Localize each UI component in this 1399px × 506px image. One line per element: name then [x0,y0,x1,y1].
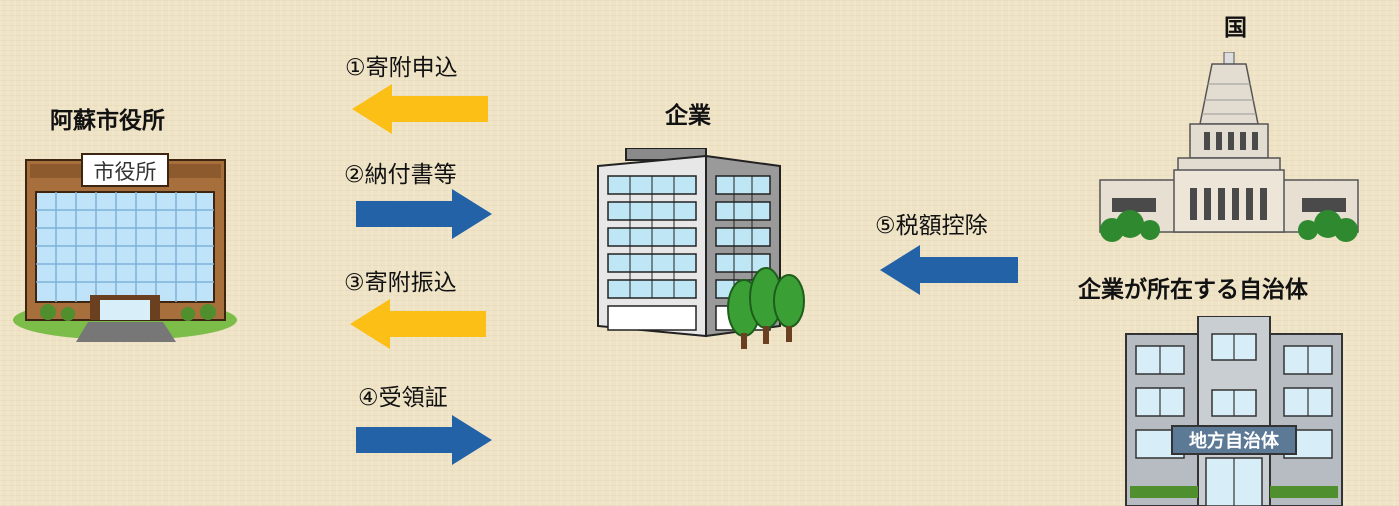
local-gov-sign: 地方自治体 [1189,430,1280,452]
country-label: 国 [1224,15,1247,41]
step-1-label: ①寄附申込 [345,55,458,81]
local-gov-label: 企業が所在する自治体 [1078,277,1308,303]
arrow-right-icon [356,415,492,465]
company-label: 企業 [665,103,711,129]
local-government-building-icon: 地方自治体 [1118,316,1350,506]
step-3-label: ③寄附振込 [344,270,457,296]
national-diet-building-icon [1094,52,1364,242]
arrow-left-icon [352,84,488,134]
arrow-left-icon [350,299,486,349]
step-2-label: ②納付書等 [344,162,457,188]
city-hall-sign: 市役所 [94,160,157,184]
arrow-right-icon [356,189,492,239]
arrow-left-icon [880,245,1018,295]
office-building-icon [596,148,806,353]
city-hall-label: 阿蘇市役所 [50,108,165,134]
city-hall-icon: 市役所 [8,150,243,345]
step-5-label: ⑤税額控除 [875,213,988,239]
step-4-label: ④受領証 [358,385,448,411]
